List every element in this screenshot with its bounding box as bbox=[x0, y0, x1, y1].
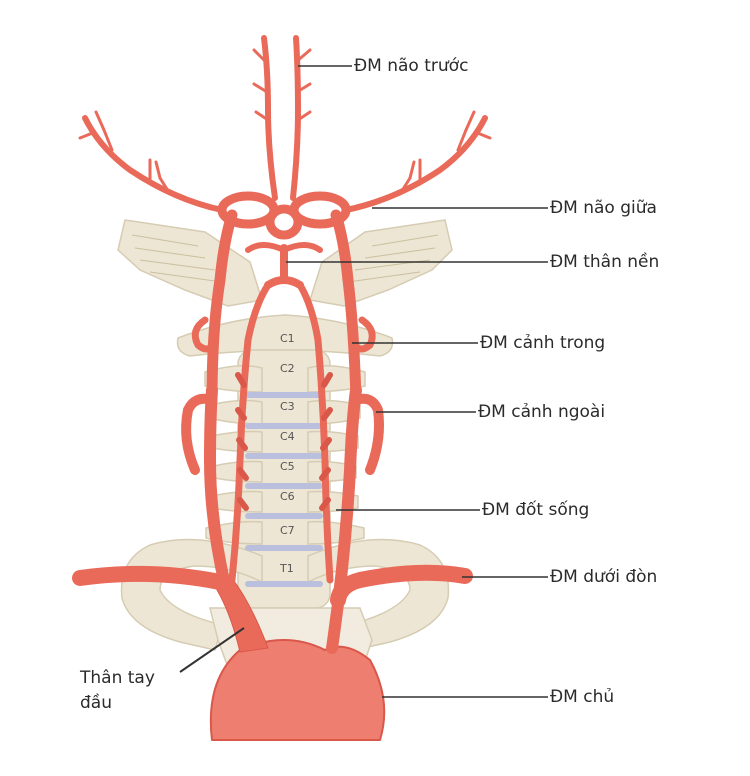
basilar-vessel bbox=[264, 244, 304, 289]
circle-of-willis bbox=[217, 191, 351, 240]
label-vertebral: ĐM đốt sống bbox=[482, 499, 589, 520]
atlas-wings bbox=[176, 314, 394, 357]
label-external-carotid: ĐM cảnh ngoài bbox=[478, 402, 605, 422]
external-carotid-left-vessel bbox=[181, 393, 217, 475]
leader-brachiocephalic bbox=[179, 627, 245, 673]
external-carotid-right-vessel bbox=[351, 393, 384, 475]
skull-texture bbox=[131, 234, 439, 283]
artery-labels: ĐM não trước ĐM não giữa ĐM thân nền ĐM … bbox=[79, 56, 659, 713]
label-anterior-cerebral: ĐM não trước bbox=[354, 56, 468, 76]
label-brachiocephalic-line1: Thân tay bbox=[79, 668, 155, 688]
vertebra-label: C6 bbox=[280, 490, 295, 503]
label-basilar: ĐM thân nền bbox=[550, 251, 659, 272]
internal-carotid-left-vessel bbox=[206, 209, 238, 406]
common-carotid-right bbox=[326, 384, 362, 654]
subclavian-left-vessel bbox=[72, 565, 228, 590]
anterior-cerebral-right-vessel bbox=[290, 35, 301, 201]
vertebra-label: C1 bbox=[280, 332, 295, 345]
anterior-cerebral-left-vessel bbox=[261, 35, 278, 201]
label-brachiocephalic-line2: đầu bbox=[80, 692, 112, 713]
label-subclavian: ĐM dưới đòn bbox=[550, 567, 657, 587]
vertebra-label: C2 bbox=[280, 362, 295, 375]
internal-carotid-right-vessel bbox=[330, 209, 362, 406]
skull-base-left bbox=[117, 219, 263, 307]
label-middle-cerebral: ĐM não giữa bbox=[550, 198, 657, 218]
vertebra-label: C4 bbox=[280, 430, 295, 443]
vertebra-label: C7 bbox=[280, 524, 295, 537]
intervertebral-discs bbox=[245, 392, 323, 587]
vertebra-label: T1 bbox=[279, 562, 294, 575]
label-internal-carotid: ĐM cảnh trong bbox=[480, 333, 605, 353]
common-carotid-left bbox=[204, 384, 231, 591]
vertebra-label: C3 bbox=[280, 400, 295, 413]
aortic-arch bbox=[209, 639, 386, 741]
vertebra-label: C5 bbox=[280, 460, 295, 473]
arteries bbox=[72, 35, 492, 741]
leader-lines bbox=[179, 65, 548, 698]
skull-base-right bbox=[309, 219, 453, 307]
vertebra-labels: C1 C2 C3 C4 C5 C6 C7 T1 bbox=[279, 332, 295, 575]
label-aorta: ĐM chủ bbox=[550, 687, 614, 707]
